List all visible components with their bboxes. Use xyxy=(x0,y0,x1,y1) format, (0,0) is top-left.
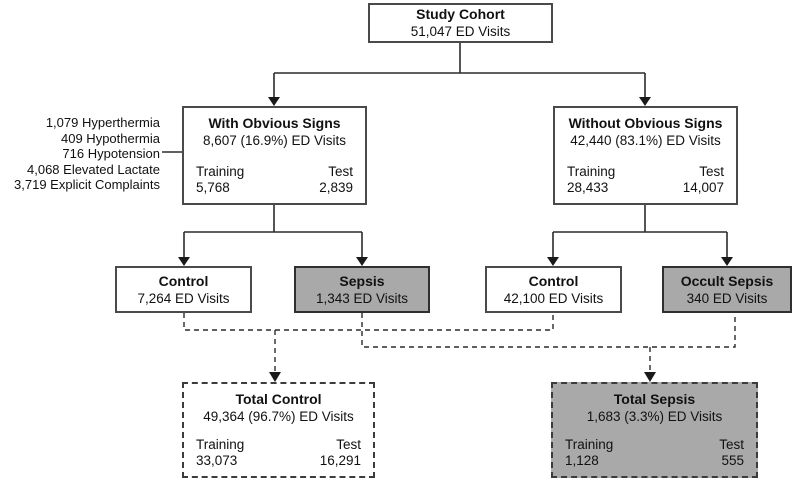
arrow-into-control-obvious xyxy=(178,257,190,266)
annotation-elevated-lactate: 4,068 Elevated Lactate xyxy=(27,161,160,177)
arrow-into-total-control xyxy=(269,372,281,382)
total-sepsis-box: Total Sepsis 1,683 (3.3%) ED Visits Trai… xyxy=(551,382,758,478)
with-obvious-value: 8,607 (16.9%) ED Visits xyxy=(202,133,347,148)
control-obvious-value: 7,264 ED Visits xyxy=(137,290,230,306)
training-label: Training xyxy=(565,437,614,452)
control-occult-value: 42,100 ED Visits xyxy=(503,290,604,306)
dashed-control-merge xyxy=(183,313,554,374)
solid-branch-right xyxy=(552,205,728,258)
sepsis-value: 1,343 ED Visits xyxy=(315,290,409,306)
sepsis-box: Sepsis 1,343 ED Visits xyxy=(294,266,430,313)
annotation-explicit-complaints: 3,719 Explicit Complaints xyxy=(14,177,160,192)
test-value: 14,007 xyxy=(682,180,724,195)
study-cohort-title: Study Cohort xyxy=(416,6,505,22)
without-obvious-title: Without Obvious Signs xyxy=(568,115,723,131)
test-label: Test xyxy=(328,164,353,179)
solid-branch-left xyxy=(183,205,363,258)
total-sepsis-train-test: Training Test 1,128 555 xyxy=(565,437,744,469)
test-value: 555 xyxy=(721,453,744,468)
obvious-signs-annotation-list: 1,079 Hyperthermia 409 Hypothermia 716 H… xyxy=(0,115,160,193)
total-control-title: Total Control xyxy=(235,391,322,407)
sepsis-title: Sepsis xyxy=(339,272,385,289)
training-label: Training xyxy=(567,164,616,179)
arrow-into-total-sepsis xyxy=(644,372,656,382)
dashed-sepsis-merge xyxy=(361,313,736,374)
study-cohort-box: Study Cohort 51,047 ED Visits xyxy=(368,3,553,43)
with-obvious-train-test: Training Test 5,768 2,839 xyxy=(196,164,353,196)
control-obvious-title: Control xyxy=(158,272,209,289)
control-obvious-box: Control 7,264 ED Visits xyxy=(115,266,252,313)
annotation-hyperthermia: 1,079 Hyperthermia xyxy=(45,115,160,130)
training-label: Training xyxy=(196,164,245,179)
occult-sepsis-title: Occult Sepsis xyxy=(680,272,774,289)
with-obvious-title: With Obvious Signs xyxy=(208,115,341,131)
total-sepsis-value: 1,683 (3.3%) ED Visits xyxy=(586,409,723,424)
training-value: 33,073 xyxy=(196,453,238,468)
with-obvious-signs-box: With Obvious Signs 8,607 (16.9%) ED Visi… xyxy=(182,106,367,205)
training-value: 1,128 xyxy=(565,453,599,468)
arrow-into-sepsis xyxy=(356,257,368,266)
occult-sepsis-box: Occult Sepsis 340 ED Visits xyxy=(662,266,792,313)
control-occult-box: Control 42,100 ED Visits xyxy=(485,266,622,313)
total-control-box: Total Control 49,364 (96.7%) ED Visits T… xyxy=(182,382,375,478)
arrow-into-with-obvious xyxy=(268,97,280,106)
training-value: 28,433 xyxy=(567,180,609,195)
test-value: 2,839 xyxy=(319,180,353,195)
total-control-train-test: Training Test 33,073 16,291 xyxy=(196,437,361,469)
study-cohort-value: 51,047 ED Visits xyxy=(410,24,511,39)
test-label: Test xyxy=(336,437,361,452)
without-obvious-train-test: Training Test 28,433 14,007 xyxy=(567,164,724,196)
test-label: Test xyxy=(699,164,724,179)
test-value: 16,291 xyxy=(319,453,361,468)
total-sepsis-title: Total Sepsis xyxy=(613,391,696,407)
arrow-into-without-obvious xyxy=(639,97,651,106)
without-obvious-value: 42,440 (83.1%) ED Visits xyxy=(570,133,721,148)
control-occult-title: Control xyxy=(528,272,579,289)
test-label: Test xyxy=(719,437,744,452)
arrow-into-occult-sepsis xyxy=(721,257,733,266)
annotation-hypothermia: 409 Hypothermia xyxy=(61,130,160,146)
total-control-value: 49,364 (96.7%) ED Visits xyxy=(203,409,354,424)
arrow-into-control-occult xyxy=(547,257,559,266)
occult-sepsis-value: 340 ED Visits xyxy=(686,290,768,306)
training-value: 5,768 xyxy=(196,180,230,195)
annotation-hypotension: 716 Hypotension xyxy=(62,146,160,161)
solid-branch-top xyxy=(273,43,646,98)
training-label: Training xyxy=(196,437,245,452)
without-obvious-signs-box: Without Obvious Signs 42,440 (83.1%) ED … xyxy=(553,106,738,205)
